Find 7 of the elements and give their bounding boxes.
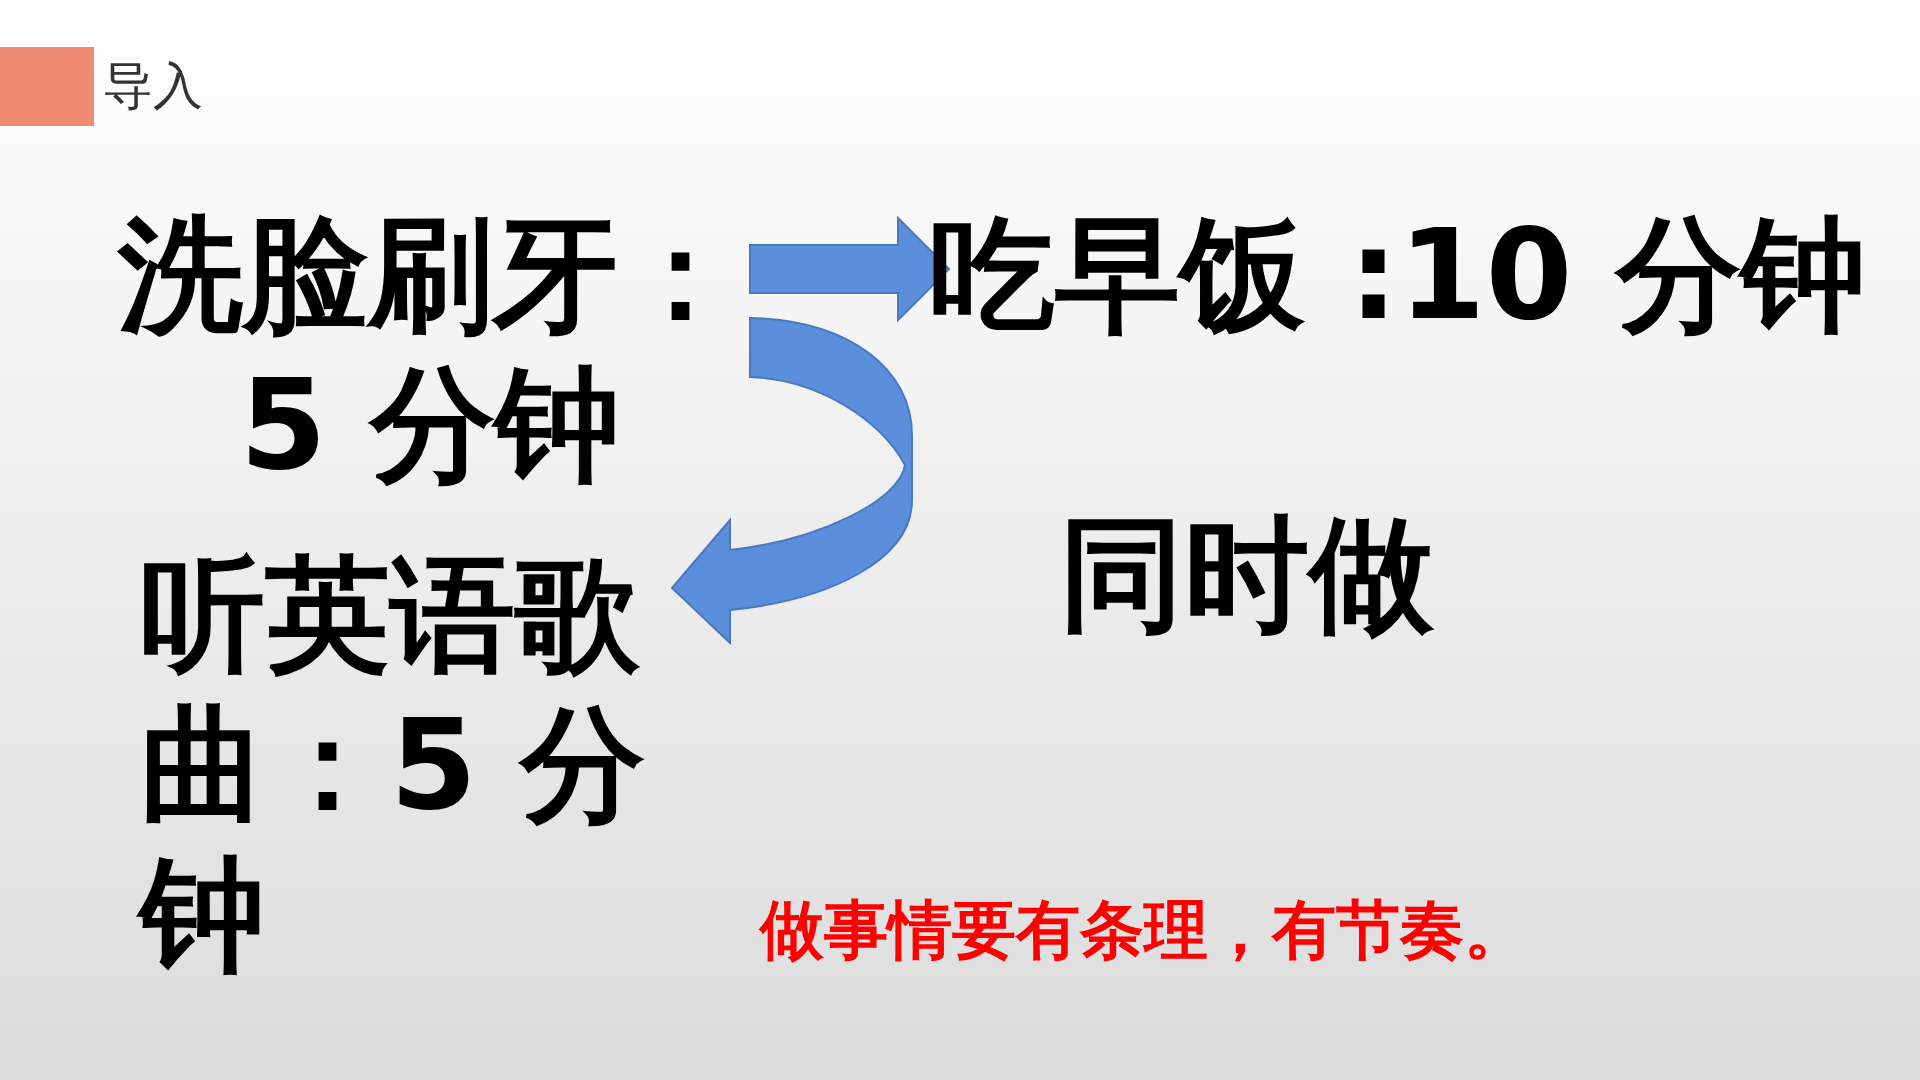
step-text: 洗脸刷牙：5 分钟	[110, 200, 750, 500]
step-text: 吃早饭 :10 分钟	[930, 200, 1860, 350]
slide-title: 导入	[103, 56, 203, 116]
note-text: 同时做	[1059, 501, 1434, 649]
motto-text: 做事情要有条理，有节奏。	[760, 892, 1528, 969]
block-arrow	[671, 317, 913, 644]
block-arrow	[749, 215, 951, 323]
